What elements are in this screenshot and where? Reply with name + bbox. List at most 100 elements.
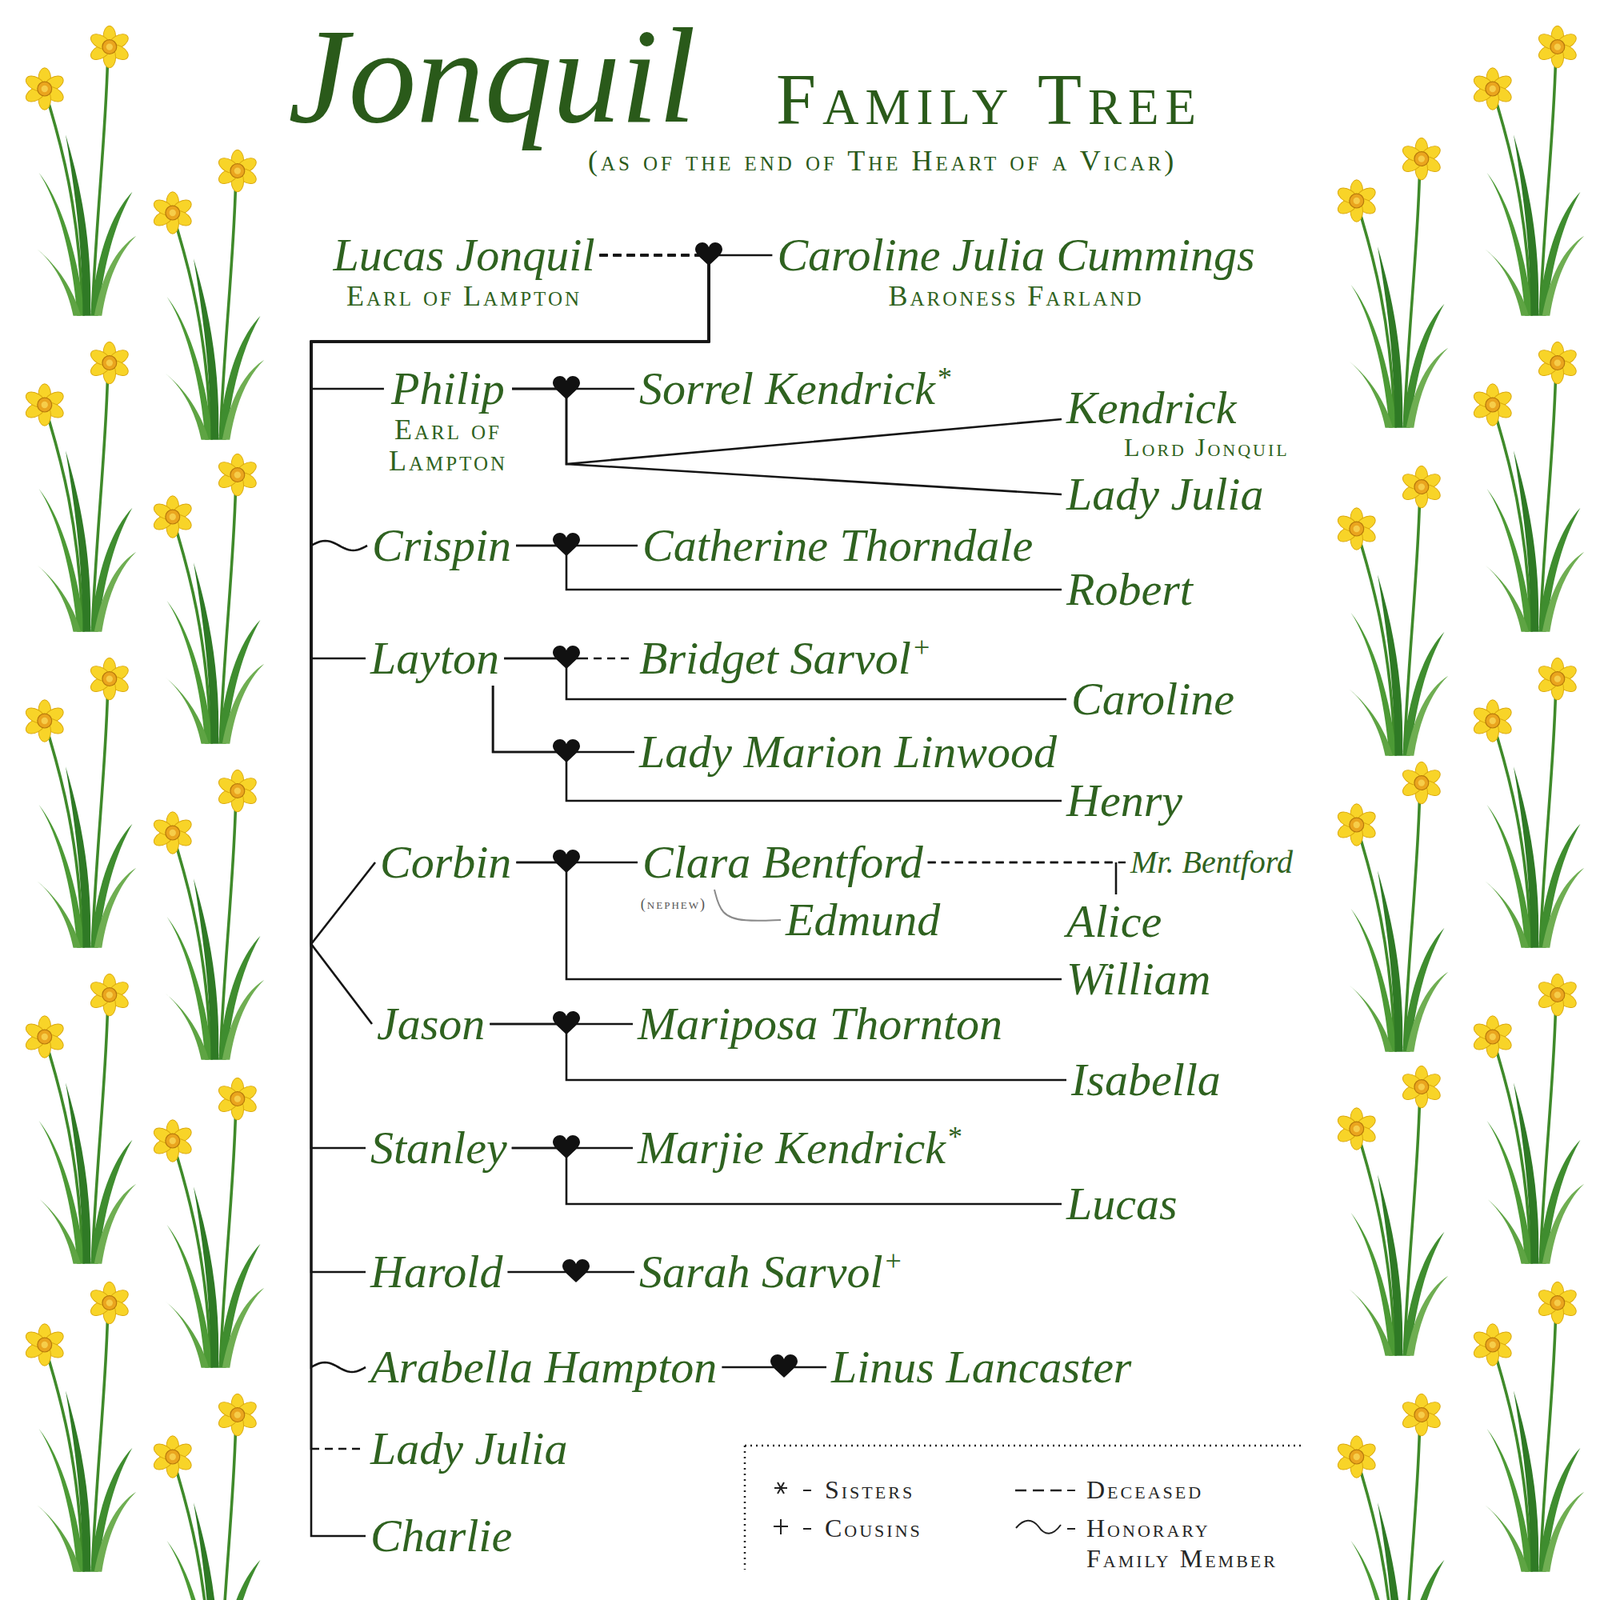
caption-text: (as of the end of The Heart of a Vicar) xyxy=(588,145,1177,178)
title-subtitle: Family Tree xyxy=(776,64,1203,136)
person-name: Jason xyxy=(376,998,485,1050)
person-name: Mr. Bentford xyxy=(1130,844,1293,880)
heart-symbol xyxy=(552,1011,580,1035)
person-node: Clara Bentford xyxy=(637,835,928,890)
person-node: Arabella Hampton xyxy=(365,1340,722,1395)
person-name: Corbin xyxy=(380,836,512,888)
name-note: Earl of Lampton xyxy=(332,280,595,313)
heart-symbol xyxy=(552,376,580,400)
legend-text: Deceased xyxy=(1086,1475,1204,1504)
name-note: * xyxy=(948,1122,963,1152)
person-node: Mariposa Thornton xyxy=(632,996,1008,1052)
name-note: Earl of Lampton xyxy=(388,414,508,478)
person-node: Henry xyxy=(1061,773,1188,828)
legend-text: Cousins xyxy=(824,1513,923,1543)
daffodil-illustration xyxy=(1471,341,1584,632)
daffodil-illustration xyxy=(23,25,136,316)
legend-entry: Sisters xyxy=(824,1474,915,1505)
person-node: Linus Lancaster xyxy=(826,1340,1136,1395)
person-node: Sarah Sarvol+ xyxy=(634,1244,907,1300)
person-name: Henry xyxy=(1066,775,1183,827)
person-name: Lady Julia xyxy=(1066,468,1264,520)
daffodil-illustration xyxy=(1335,137,1448,428)
name-note: Lord Jonquil xyxy=(1124,433,1290,462)
daffodil-illustration xyxy=(1471,25,1584,316)
person-node: Marjie Kendrick* xyxy=(632,1120,968,1176)
daffodil-illustration xyxy=(1335,1393,1448,1600)
person-name: Alice xyxy=(1066,896,1162,948)
edge-label: (nephew) xyxy=(640,896,707,914)
person-name: Robert xyxy=(1066,564,1193,616)
person-node: Edmund xyxy=(780,892,945,948)
person-node: Sorrel Kendrick* xyxy=(634,361,957,416)
person-node: Lucas xyxy=(1061,1176,1183,1232)
legend-text: Honorary Family Member xyxy=(1086,1513,1278,1573)
person-name: Sarah Sarvol xyxy=(639,1246,884,1298)
person-node: Lady Julia xyxy=(365,1421,572,1476)
daffodil-illustration xyxy=(1335,465,1448,756)
heart-symbol xyxy=(552,532,580,556)
person-node: Harold xyxy=(365,1244,508,1300)
person-node: Crispin xyxy=(367,518,516,573)
person-node: Catherine Thorndale xyxy=(637,518,1038,573)
person-name: Lady Julia xyxy=(370,1423,568,1475)
name-note: + xyxy=(885,1246,902,1276)
name-note: * xyxy=(937,363,952,392)
person-name: Linus Lancaster xyxy=(831,1341,1132,1393)
legend-text: Sisters xyxy=(824,1475,915,1504)
person-name: Bridget Sarvol xyxy=(639,632,912,684)
person-name: Stanley xyxy=(370,1122,508,1174)
person-name: Lucas Jonquil xyxy=(332,229,595,281)
person-name: Clara Bentford xyxy=(642,836,924,888)
person-name: Mariposa Thornton xyxy=(637,998,1003,1050)
person-name: Edmund xyxy=(785,894,940,946)
legend-entry: Cousins xyxy=(824,1512,923,1544)
person-name: Sorrel Kendrick xyxy=(639,363,936,415)
person-name: Kendrick xyxy=(1066,382,1290,434)
person-name: Lucas xyxy=(1066,1178,1178,1230)
heart-symbol xyxy=(695,242,723,266)
person-name: Catherine Thorndale xyxy=(642,520,1033,572)
person-node: William xyxy=(1061,952,1216,1007)
daffodil-illustration xyxy=(23,1281,136,1572)
person-name: Caroline xyxy=(1071,673,1235,725)
legend-entry: Deceased xyxy=(1086,1474,1204,1505)
diagram-title: Jonquil xyxy=(288,8,696,144)
family-connector xyxy=(928,862,1116,895)
daffodil-illustration xyxy=(23,341,136,632)
person-name: Charlie xyxy=(370,1510,512,1562)
person-node: PhilipEarl of Lampton xyxy=(384,361,512,480)
person-node: Stanley xyxy=(365,1120,512,1176)
daffodil-illustration xyxy=(151,149,264,440)
person-node: Lucas JonquilEarl of Lampton xyxy=(328,228,600,314)
person-node: Robert xyxy=(1061,562,1198,617)
person-node: Charlie xyxy=(365,1508,517,1564)
heart-symbol xyxy=(552,739,580,763)
legend-sample xyxy=(773,1482,1076,1535)
daffodil-illustration xyxy=(151,1077,264,1368)
person-name: Crispin xyxy=(372,520,512,572)
legend-entry: Honorary Family Member xyxy=(1086,1512,1296,1575)
name-note: Baroness Farland xyxy=(776,280,1255,313)
person-name: Marjie Kendrick xyxy=(637,1122,946,1174)
person-node: Lady Julia xyxy=(1061,467,1268,522)
daffodil-illustration xyxy=(23,657,136,948)
daffodil-illustration xyxy=(1471,973,1584,1264)
name-note: + xyxy=(913,632,930,662)
person-node: Alice xyxy=(1061,894,1167,949)
person-node: Isabella xyxy=(1066,1052,1226,1108)
heart-symbol xyxy=(562,1259,590,1283)
daffodil-illustration xyxy=(1471,1281,1584,1572)
heart-symbol xyxy=(770,1354,798,1378)
person-name: Lady Marion Linwood xyxy=(639,726,1057,778)
daffodil-illustration xyxy=(1471,657,1584,948)
heart-symbol xyxy=(552,1135,580,1159)
family-connector xyxy=(492,685,1062,801)
heart-symbol xyxy=(552,849,580,873)
person-name: Arabella Hampton xyxy=(370,1341,717,1393)
person-node: Mr. Bentford xyxy=(1125,843,1298,882)
person-node: Caroline xyxy=(1066,672,1240,727)
person-name: Isabella xyxy=(1071,1054,1221,1106)
daffodil-illustration xyxy=(1335,761,1448,1052)
